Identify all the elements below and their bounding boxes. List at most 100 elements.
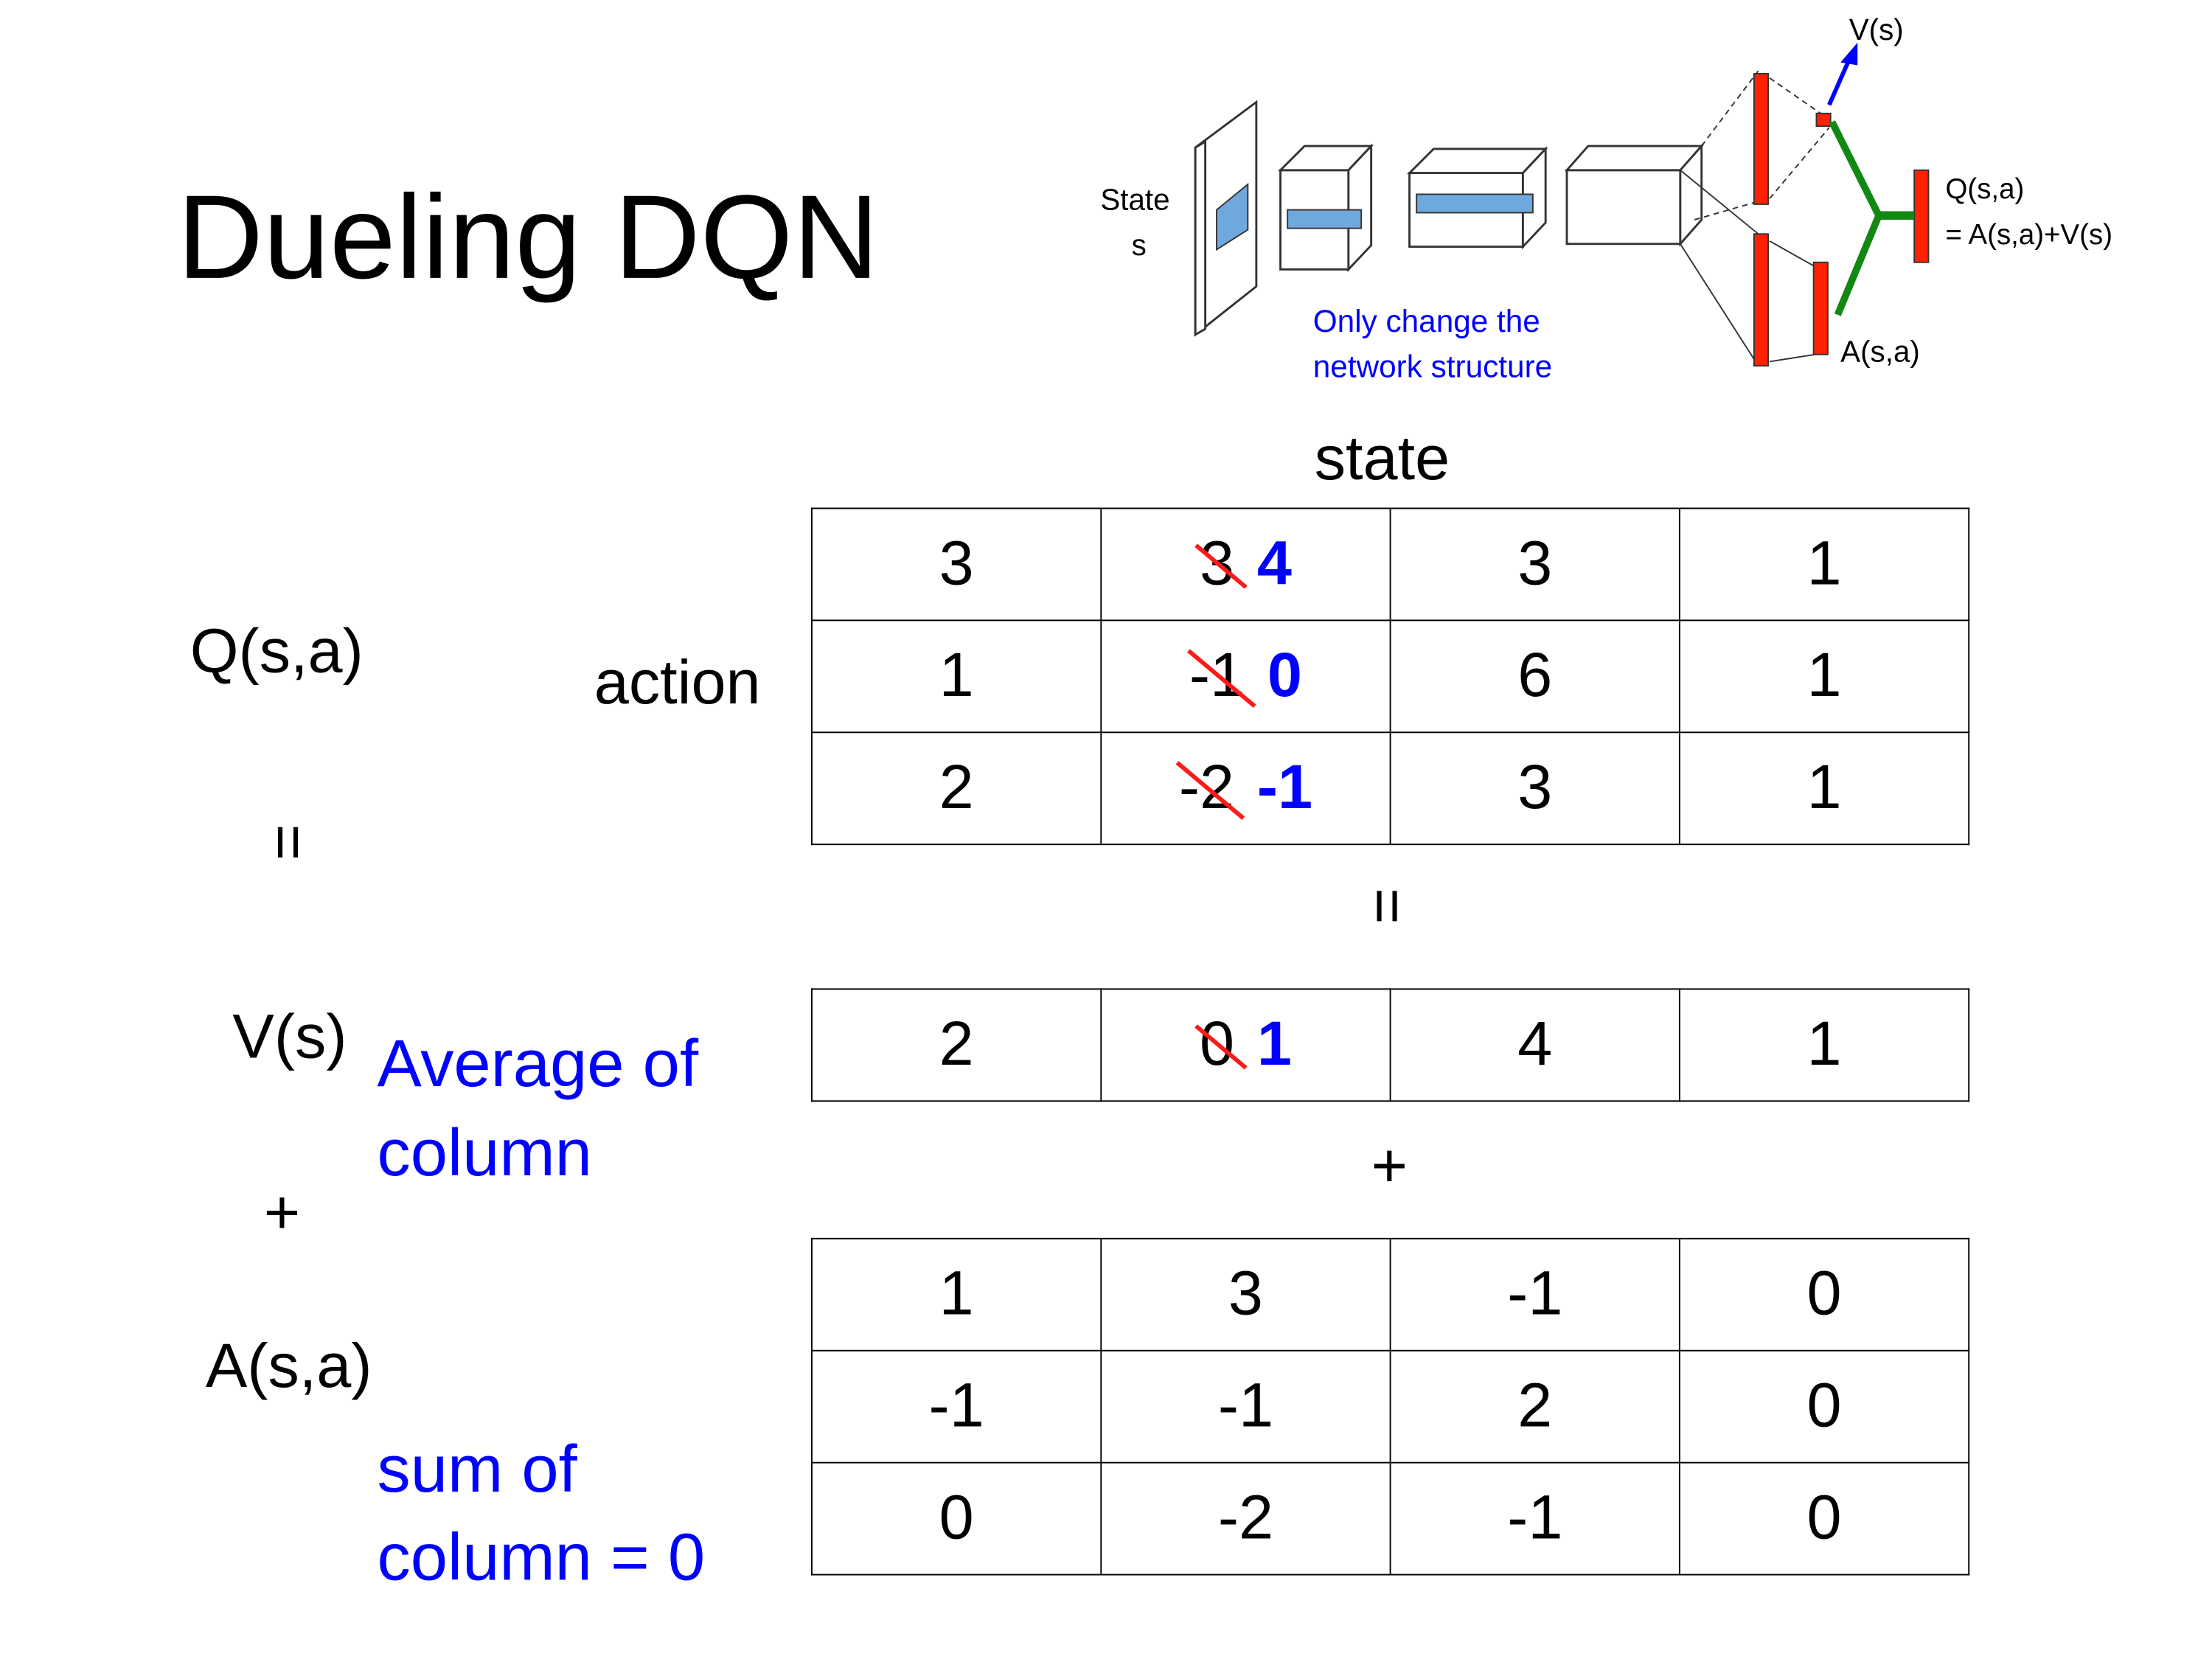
- q-label-line2: = A(s,a)+V(s): [1945, 219, 2112, 251]
- cell-value: 2: [939, 1009, 974, 1079]
- equals-sign-center: =: [1352, 888, 1422, 925]
- table-cell: -1: [1389, 1461, 1680, 1576]
- cell-value: 3: [939, 529, 974, 599]
- table-cell: 3: [811, 507, 1102, 622]
- value-arrow-icon: [1827, 55, 1853, 106]
- new-value: 4: [1256, 529, 1292, 599]
- table-cell: 1: [811, 1237, 1102, 1352]
- table-cell: 0: [811, 1461, 1102, 1576]
- old-value-struck: -2: [1178, 753, 1235, 823]
- cell-value: 1: [1806, 641, 1842, 711]
- table-cell: 2: [1389, 1349, 1680, 1464]
- table-row: -1 -1 2 0: [811, 1349, 1970, 1464]
- note-line1: Only change the: [1313, 304, 1540, 338]
- cell-value: -1: [1217, 1371, 1274, 1441]
- table-cell: 1: [1678, 731, 1970, 846]
- cell-value: -1: [928, 1371, 984, 1441]
- table-row: 1 3 -1 0: [811, 1237, 1970, 1352]
- table-cell: -2-1: [1100, 731, 1391, 846]
- cell-value: 1: [939, 1259, 974, 1329]
- table-cell: -1: [811, 1349, 1102, 1464]
- table-cell: 3: [1389, 731, 1680, 846]
- q-label: Q(s,a): [189, 616, 364, 686]
- sum-note-line1: sum of: [377, 1430, 577, 1506]
- cell-value: 1: [939, 641, 974, 711]
- table-cell: 3: [1389, 507, 1680, 622]
- cell-value: 0: [1806, 1483, 1842, 1553]
- conv-filter-3: [1416, 193, 1534, 214]
- cell-value: 0: [1806, 1259, 1842, 1329]
- table-cell: 6: [1389, 619, 1680, 734]
- table-cell: 0: [1678, 1349, 1970, 1464]
- table-cell: 1: [1678, 988, 1970, 1102]
- cell-value: 6: [1517, 641, 1553, 711]
- plus-sign-left: +: [263, 1178, 301, 1248]
- dueling-network-diagram: State s: [1100, 13, 2112, 384]
- table-row: 0 -2 -1 0: [811, 1461, 1970, 1576]
- action-axis-label: action: [594, 647, 761, 718]
- plus-sign-center: +: [1371, 1131, 1408, 1201]
- cell-value: -1: [1507, 1483, 1563, 1553]
- slide-title: Dueling DQN: [177, 170, 880, 304]
- cell-value: 4: [1517, 1009, 1553, 1079]
- cell-value: 3: [1228, 1259, 1263, 1329]
- cell-value: 2: [1517, 1371, 1553, 1441]
- table-cell: 0: [1678, 1237, 1970, 1352]
- fc-layers: [1753, 73, 1930, 367]
- combine-lines: [1829, 120, 1883, 316]
- new-value: 0: [1267, 641, 1302, 711]
- table-cell: 1: [811, 619, 1102, 734]
- cell-value: 2: [939, 753, 974, 823]
- table-row: 1 -1 0 6 1: [811, 619, 1970, 734]
- equals-sign-left: =: [253, 824, 324, 861]
- table-cell: 1: [1678, 619, 1970, 734]
- table-cell: -1: [1100, 1349, 1391, 1464]
- table-cell: -1 0: [1100, 619, 1391, 734]
- average-note-line2: column: [377, 1114, 592, 1190]
- conv-layer-3: [1564, 143, 1704, 247]
- cell-value: -1: [1507, 1259, 1563, 1329]
- table-cell: -2: [1100, 1461, 1391, 1576]
- table-cell: -1: [1389, 1237, 1680, 1352]
- cell-value: -2: [1217, 1483, 1274, 1553]
- new-value: 1: [1256, 1009, 1292, 1079]
- sum-note-line2: column = 0: [377, 1518, 706, 1594]
- note-line2: network structure: [1313, 349, 1552, 384]
- value-label: V(s): [1849, 13, 1904, 46]
- state-label-line2: s: [1132, 228, 1147, 262]
- advantage-label: A(s,a): [1840, 334, 1920, 368]
- old-value-struck: 0: [1199, 1009, 1235, 1079]
- table-cell: 1: [1678, 507, 1970, 622]
- table-cell: 2: [811, 731, 1102, 846]
- old-value-struck: -1: [1189, 641, 1245, 711]
- table-row: 2 -2-1 3 1: [811, 731, 1970, 846]
- table-cell: 4: [1389, 988, 1680, 1102]
- a-label: A(s,a): [205, 1331, 372, 1402]
- table-cell: 3: [1100, 1237, 1391, 1352]
- cell-value: 0: [1806, 1371, 1842, 1441]
- state-axis-label: state: [1314, 424, 1450, 494]
- old-value-struck: 3: [1199, 529, 1235, 599]
- conv-filter-2: [1287, 209, 1363, 229]
- cell-value: 3: [1517, 529, 1553, 599]
- cell-value: 3: [1517, 753, 1553, 823]
- conv-layer-1: [1278, 143, 1374, 273]
- average-note-line1: Average of: [377, 1025, 699, 1101]
- cell-value: 0: [939, 1483, 974, 1553]
- conv-filter-1: [1216, 182, 1249, 251]
- connection-lines: [1680, 70, 1830, 366]
- cell-value: 1: [1806, 1009, 1842, 1079]
- cell-value: 1: [1806, 529, 1842, 599]
- state-label-line1: State: [1100, 183, 1169, 217]
- a-table: 1 3 -1 0 -1 -1 2 0 0 -2 -1 0: [811, 1237, 1970, 1576]
- cell-value: 1: [1806, 753, 1842, 823]
- table-cell: 2: [811, 988, 1102, 1102]
- table-cell: 0: [1678, 1461, 1970, 1576]
